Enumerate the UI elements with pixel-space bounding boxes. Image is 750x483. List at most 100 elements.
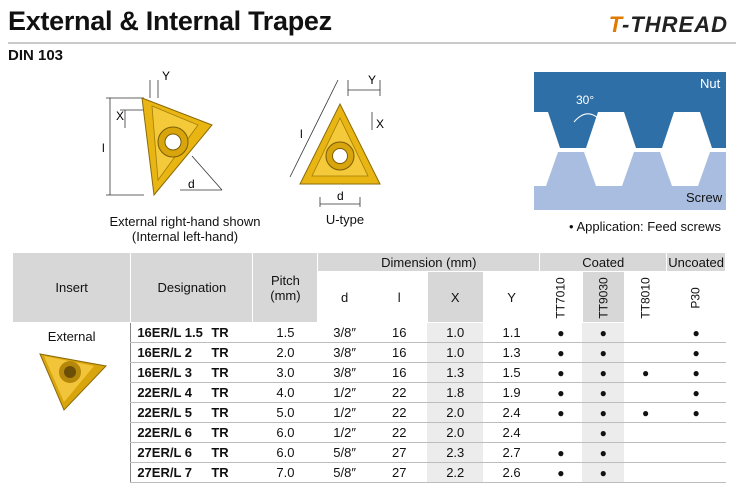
profile-angle-label: 30°: [576, 93, 594, 107]
application-note: • Application: Feed screws: [569, 219, 721, 234]
x-cell: 1.8: [427, 382, 484, 403]
profile-nut-label: Nut: [700, 76, 721, 91]
pitch-cell: 2.0: [252, 342, 318, 363]
external-caption-line2: (Internal left-hand): [131, 229, 239, 244]
dim-d-header: d: [317, 271, 372, 323]
d-cell: 1/2″: [317, 382, 372, 403]
x-cell: 2.2: [427, 462, 484, 483]
pitch-cell: 7.0: [252, 462, 318, 483]
grade-cell: ●: [582, 362, 625, 383]
external-insert-image: [38, 353, 107, 411]
pitch-unit: (mm): [270, 287, 301, 303]
col-pitch-header: Pitch(mm): [252, 253, 319, 323]
grade-cell: ●: [539, 342, 583, 363]
d-cell: 1/2″: [317, 402, 372, 423]
brand-prefix: T: [608, 12, 622, 37]
d-cell: 5/8″: [317, 442, 372, 463]
grade-cell: [624, 342, 667, 363]
dim-x-header: X: [427, 271, 484, 323]
utype-insert-diagram: Y X l d: [289, 73, 384, 207]
l-cell: 16: [371, 362, 428, 383]
external-caption: External right-hand shown (Internal left…: [105, 214, 265, 244]
grade-cell: ●: [582, 422, 625, 443]
l-cell: 22: [371, 402, 428, 423]
d-cell: 3/8″: [317, 362, 372, 383]
grade-cell: ●: [539, 322, 583, 343]
grade-cell: [666, 422, 726, 443]
col-designation-header: Designation: [130, 253, 254, 323]
utype-l-label: l: [300, 127, 303, 141]
grade-cell: [624, 442, 667, 463]
grade-cell: ●: [582, 402, 625, 423]
grade-cell: [539, 422, 583, 443]
ext-l-label: l: [102, 141, 105, 155]
ext-x-label: X: [116, 109, 124, 123]
col-coated-header: Coated: [539, 253, 668, 272]
standard-label: DIN 103: [8, 47, 64, 64]
grade-p30-header: P30: [666, 271, 726, 323]
grade-tt9030-header: TT9030: [582, 271, 625, 323]
grade-cell: ●: [624, 402, 667, 423]
y-cell: 1.5: [483, 362, 540, 383]
title-divider: [8, 42, 736, 44]
y-cell: 1.9: [483, 382, 540, 403]
ext-d-label: d: [188, 177, 195, 191]
d-cell: 5/8″: [317, 462, 372, 483]
grade-cell: ●: [539, 442, 583, 463]
d-cell: 1/2″: [317, 422, 372, 443]
grade-cell: ●: [666, 382, 726, 403]
external-caption-line1: External right-hand shown: [109, 214, 261, 229]
pitch-cell: 3.0: [252, 362, 318, 383]
grade-cell: ●: [539, 402, 583, 423]
pitch-cell: 5.0: [252, 402, 318, 423]
y-cell: 1.1: [483, 322, 540, 343]
col-dimension-header: Dimension (mm): [317, 253, 541, 272]
grade-cell: ●: [582, 382, 625, 403]
profile-screw-label: Screw: [686, 190, 723, 205]
brand-logo: T-THREAD: [609, 12, 728, 38]
x-cell: 2.0: [427, 422, 484, 443]
grade-cell: ●: [539, 362, 583, 383]
pitch-cell: 6.0: [252, 422, 318, 443]
grade-tt7010-header: TT7010: [539, 271, 583, 323]
utype-x-label: X: [376, 117, 384, 131]
dim-l-header: l: [371, 271, 428, 323]
brand-suffix: -THREAD: [622, 12, 728, 37]
x-cell: 1.3: [427, 362, 484, 383]
x-cell: 2.0: [427, 402, 484, 423]
grade-cell: ●: [539, 462, 583, 483]
grade-cell: [666, 462, 726, 483]
grade-cell: [666, 442, 726, 463]
y-cell: 2.6: [483, 462, 540, 483]
grade-cell: ●: [666, 342, 726, 363]
l-cell: 16: [371, 322, 428, 343]
utype-y-label: Y: [368, 73, 376, 87]
grade-cell: ●: [624, 362, 667, 383]
pitch-cell: 4.0: [252, 382, 318, 403]
col-insert-header: Insert: [13, 253, 132, 323]
grade-cell: ●: [539, 382, 583, 403]
l-cell: 22: [371, 422, 428, 443]
pitch-label: Pitch: [270, 272, 300, 288]
insert-cell: External: [13, 322, 131, 483]
x-cell: 1.0: [427, 322, 484, 343]
thread-profile-diagram: 30° Nut Screw: [534, 72, 726, 210]
x-cell: 2.3: [427, 442, 484, 463]
ext-y-label: Y: [162, 70, 170, 83]
grade-cell: ●: [582, 462, 625, 483]
grade-cell: [624, 462, 667, 483]
grade-cell: ●: [666, 402, 726, 423]
l-cell: 16: [371, 342, 428, 363]
y-cell: 1.3: [483, 342, 540, 363]
y-cell: 2.4: [483, 422, 540, 443]
